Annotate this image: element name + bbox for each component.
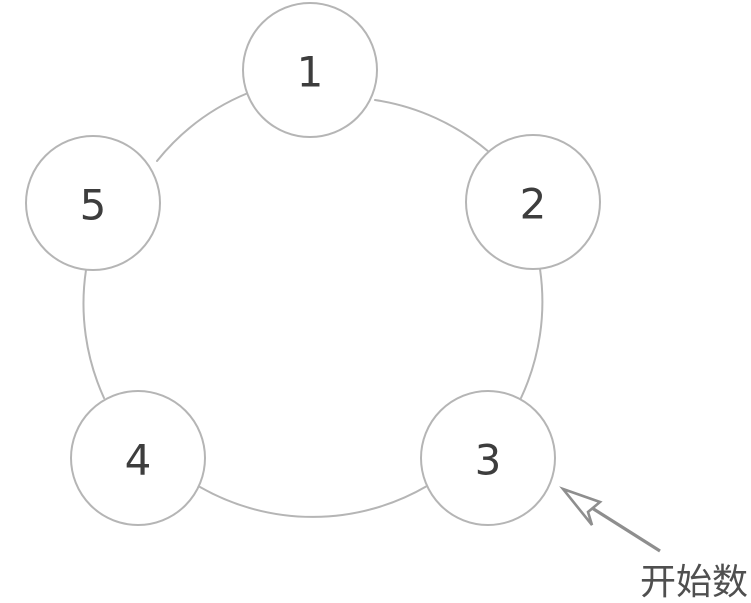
arrow-shaft-line: [591, 506, 661, 553]
node-1-circle[interactable]: [242, 2, 378, 138]
node-1-label: 1: [297, 48, 324, 97]
node-3[interactable]: 3: [420, 390, 556, 526]
link-arc-1-to-2: [374, 99, 490, 153]
node-group: 1 2 3 4 5: [25, 2, 601, 526]
node-5-label: 5: [80, 181, 107, 230]
node-5-circle[interactable]: [25, 135, 161, 271]
node-4-circle[interactable]: [70, 390, 206, 526]
node-5[interactable]: 5: [25, 135, 161, 271]
link-arc-3-to-4: [199, 485, 428, 518]
node-3-circle[interactable]: [420, 390, 556, 526]
annotation-label: 开始数: [640, 562, 748, 603]
node-2[interactable]: 2: [465, 134, 601, 270]
link-arc-5-to-1: [156, 92, 249, 162]
node-1[interactable]: 1: [242, 2, 378, 138]
node-2-circle[interactable]: [465, 134, 601, 270]
node-4-label: 4: [125, 436, 152, 485]
arrow-head-icon: [559, 486, 603, 526]
link-arc-group: [82, 92, 544, 518]
node-4[interactable]: 4: [70, 390, 206, 526]
node-3-label: 3: [475, 436, 502, 485]
link-arc-4-to-5: [82, 269, 105, 399]
annotation-arrow: [559, 486, 661, 553]
link-arc-2-to-3: [520, 268, 544, 399]
node-2-label: 2: [520, 180, 547, 229]
